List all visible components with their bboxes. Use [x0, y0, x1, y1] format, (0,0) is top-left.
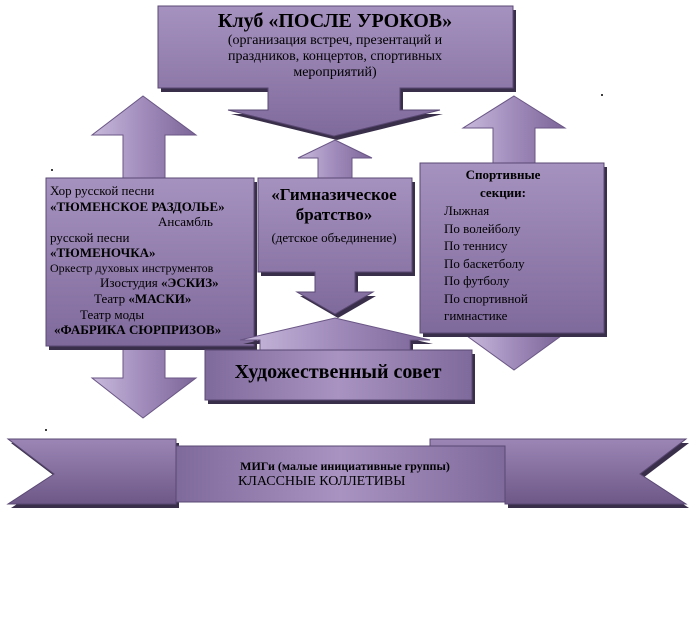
- center-box-shape: [257, 177, 415, 318]
- list-item: По баскетболу: [444, 255, 525, 271]
- sport-sections-title: Спортивные секции:: [465, 167, 541, 200]
- dot-mark: [601, 94, 603, 96]
- left-line: русской песни: [50, 229, 130, 245]
- left-line: Хор русской песни: [50, 183, 155, 198]
- left-line: Театр «МАСКИ»: [94, 290, 192, 306]
- left-line: «ТЮМЕНОЧКА»: [50, 245, 156, 261]
- left-line: Изостудия «ЭСКИЗ»: [100, 275, 219, 291]
- right-box-shape: [419, 162, 607, 337]
- list-item: По теннису: [444, 238, 508, 254]
- list-item: По футболу: [444, 273, 510, 289]
- council-title: Художественный совет: [234, 361, 442, 383]
- left-line: Ансамбль: [158, 214, 213, 230]
- left-box-shape: [45, 177, 257, 350]
- dot-mark: [51, 169, 53, 171]
- left-box-list: Хор русской песни «ТЮМЕНСКОЕ РАЗДОЛЬЕ» А…: [50, 183, 260, 338]
- center-box-title: «Гимназическое братство»: [271, 185, 397, 225]
- left-line: «ТЮМЕНСКОЕ РАЗДОЛЬЕ»: [50, 198, 225, 214]
- club-title: Клуб «ПОСЛЕ УРОКОВ»: [217, 10, 453, 32]
- list-item: По спортивной гимнастике: [444, 290, 528, 324]
- club-description: (организация встреч, презентаций и празд…: [227, 33, 443, 81]
- center-up-arrow: [297, 139, 373, 181]
- left-line: Театр моды: [80, 306, 145, 322]
- left-line: «ФАБРИКА СЮРПРИЗОВ»: [54, 322, 222, 338]
- sport-sections-list: Лыжная По волейболу По теннису По баскет…: [444, 202, 584, 325]
- banner-line-2: КЛАССНЫЕ КОЛЛЕТИВЫ: [238, 474, 406, 489]
- list-item: По волейболу: [444, 220, 521, 236]
- council-box-shape: [204, 317, 475, 404]
- banner-line-1: МИГи (малые инициативные группы): [240, 459, 450, 473]
- banner-shape: [6, 438, 689, 508]
- dot-mark: [45, 429, 47, 431]
- left-line: Оркестр духовых инструментов: [50, 260, 214, 275]
- club-box-shape: [157, 5, 516, 140]
- list-item: Лыжная: [444, 203, 490, 218]
- center-box-description: (детское объединение): [271, 230, 397, 245]
